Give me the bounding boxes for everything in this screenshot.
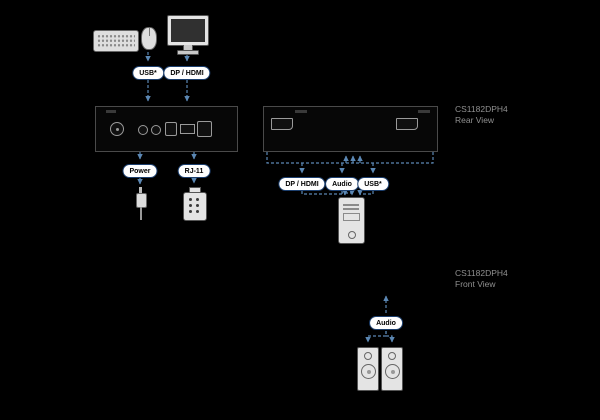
panel-vent (418, 110, 430, 113)
dp-hdmi-port-1 (271, 118, 293, 130)
pc-slot (343, 204, 359, 206)
front-view-label: CS1182DPH4 Front View (455, 268, 508, 290)
usb-a-port (180, 124, 195, 134)
speaker-right-icon (381, 347, 403, 391)
rear-model-text: CS1182DPH4 (455, 104, 508, 114)
rj11-pill: RJ-11 (177, 164, 211, 178)
keyboard-icon (93, 30, 139, 52)
rear-view-label: CS1182DPH4 Rear View (455, 104, 508, 126)
rj11-pin (196, 204, 199, 207)
speaker-left-icon (357, 347, 379, 391)
rear-view-text: Rear View (455, 115, 495, 125)
speaker-woofer (385, 364, 400, 379)
front-view-text: Front View (455, 279, 496, 289)
rj11-connector-icon (183, 186, 207, 221)
rj11-clip (189, 187, 201, 194)
console-usb-pill: USB* (132, 66, 164, 80)
rj11-port (197, 121, 212, 137)
audio-port-2 (151, 125, 161, 135)
panel-vent (295, 110, 307, 113)
power-pill: Power (122, 164, 158, 178)
monitor-base (177, 50, 199, 55)
rj11-pin (196, 210, 199, 213)
dc-power-port (110, 122, 124, 136)
dp-hdmi-port-2 (396, 118, 418, 130)
monitor-icon (167, 15, 209, 46)
rj11-pin (189, 204, 192, 207)
pc-video-pill: DP / HDMI (278, 177, 326, 191)
mouse-icon (141, 27, 157, 50)
kvm-rear-panel-right (263, 106, 438, 152)
usb-b-port (165, 122, 177, 136)
pc-usb-pill: USB* (357, 177, 389, 191)
power-adapter-tip (139, 187, 142, 193)
console-video-pill: DP / HDMI (163, 66, 211, 80)
speaker-tweeter (388, 352, 396, 360)
pc-audio-pill: Audio (325, 177, 359, 191)
rj11-pin (189, 198, 192, 201)
front-model-text: CS1182DPH4 (455, 268, 508, 278)
speaker-woofer (361, 364, 376, 379)
power-adapter-body (136, 193, 147, 208)
power-adapter-icon (133, 187, 148, 220)
pc-power-button (348, 231, 356, 239)
rj11-body (183, 192, 207, 221)
speaker-tweeter (364, 352, 372, 360)
audio-port-1 (138, 125, 148, 135)
kvm-rear-panel-left (95, 106, 238, 152)
power-adapter-cable (140, 207, 142, 220)
pc-slot (343, 208, 359, 210)
rj11-pin (196, 198, 199, 201)
front-audio-pill: Audio (369, 316, 403, 330)
pc-drive-bay (343, 213, 360, 221)
rj11-pin (189, 210, 192, 213)
dc-power-pin (115, 127, 119, 131)
panel-vent (106, 110, 116, 113)
computer-tower-icon (338, 197, 365, 244)
